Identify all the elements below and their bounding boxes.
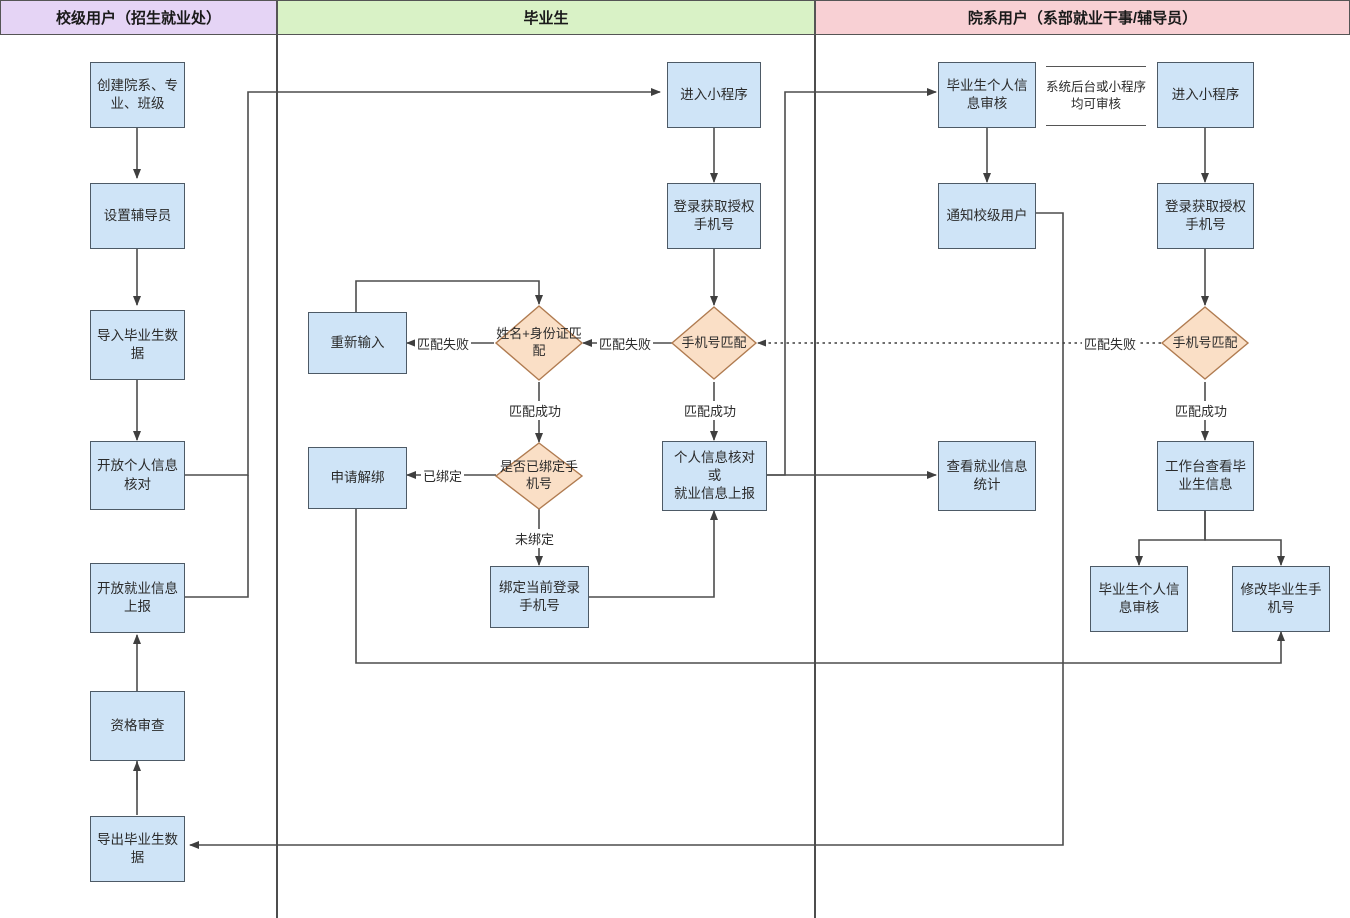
node-grad-info-audit[interactable]: 毕业生个人信息审核: [938, 62, 1036, 128]
node-enter-miniapp-dept-label: 进入小程序: [1171, 86, 1240, 102]
node-login-phone-student[interactable]: 登录获取授权手机号: [667, 183, 761, 249]
decision-phone-match-student[interactable]: 手机号匹配: [670, 305, 758, 381]
node-open-personal-check-label: 开放个人信息核对: [97, 458, 178, 492]
node-view-job-stats-label: 查看就业信息统计: [946, 458, 1028, 492]
edge-label-bound: 已绑定: [421, 466, 465, 485]
node-reinput[interactable]: 重新输入: [308, 312, 407, 374]
lane-header-school: 校级用户（招生就业处）: [0, 0, 277, 35]
node-personal-or-job-line2: 或: [707, 467, 722, 483]
node-open-job-report-label: 开放就业信息上报: [97, 580, 178, 614]
edge-label-match-ok-3: 匹配成功: [1173, 401, 1230, 420]
node-login-phone-student-label: 登录获取授权手机号: [673, 198, 755, 232]
node-set-counselor[interactable]: 设置辅导员: [90, 183, 185, 249]
node-apply-unbind-label: 申请解绑: [330, 469, 385, 485]
node-grad-info-audit-label: 毕业生个人信息审核: [946, 77, 1028, 111]
decision-phone-match-dept-shape: [1160, 306, 1250, 380]
node-qualification-review[interactable]: 资格审查: [90, 691, 185, 761]
node-set-counselor-label: 设置辅导员: [103, 207, 172, 223]
lane-divider-1: [276, 35, 278, 918]
node-personal-or-job-line1: 个人信息核对: [674, 449, 755, 465]
decision-bound-phone[interactable]: 是否已绑定手机号: [494, 441, 584, 511]
edge-label-match-ok-1: 匹配成功: [507, 401, 564, 420]
node-notify-school-label: 通知校级用户: [946, 207, 1028, 223]
node-enter-miniapp-student-label: 进入小程序: [680, 86, 748, 102]
node-create-org[interactable]: 创建院系、专业、班级: [90, 62, 185, 128]
lane-header-student-label: 毕业生: [523, 10, 569, 27]
edge-label-match-fail-3: 匹配失败: [1082, 334, 1139, 353]
decision-bound-phone-shape: [494, 442, 584, 510]
edge-label-match-fail-1: 匹配失败: [415, 334, 472, 353]
edge-label-unbound: 未绑定: [513, 529, 557, 548]
node-import-grad[interactable]: 导入毕业生数据: [90, 310, 185, 380]
node-grad-info-audit-2-label: 毕业生个人信息审核: [1098, 581, 1180, 615]
node-grad-info-audit-2[interactable]: 毕业生个人信息审核: [1090, 566, 1188, 632]
node-create-org-label: 创建院系、专业、班级: [97, 77, 178, 111]
lane-header-school-label: 校级用户（招生就业处）: [55, 10, 221, 27]
edge-label-match-fail-2: 匹配失败: [597, 334, 654, 353]
node-qualification-review-label: 资格审查: [110, 717, 165, 733]
node-export-grad[interactable]: 导出毕业生数据: [90, 816, 185, 882]
node-enter-miniapp-dept[interactable]: 进入小程序: [1157, 62, 1254, 128]
node-workbench-view[interactable]: 工作台查看毕业生信息: [1157, 441, 1254, 511]
lane-header-student: 毕业生: [277, 0, 815, 35]
node-login-phone-dept[interactable]: 登录获取授权手机号: [1157, 183, 1254, 249]
decision-name-id-match[interactable]: 姓名+身份证匹配: [494, 304, 584, 382]
decision-name-id-match-shape: [494, 305, 584, 381]
node-workbench-view-label: 工作台查看毕业生信息: [1165, 458, 1246, 492]
node-bind-current-phone[interactable]: 绑定当前登录手机号: [490, 566, 589, 628]
node-import-grad-label: 导入毕业生数据: [97, 327, 178, 361]
node-bind-current-phone-label: 绑定当前登录手机号: [499, 579, 580, 613]
lane-header-dept-label: 院系用户（系部就业干事/辅导员）: [967, 10, 1198, 27]
decision-phone-match-dept[interactable]: 手机号匹配: [1160, 305, 1250, 381]
node-view-job-stats[interactable]: 查看就业信息统计: [938, 441, 1036, 511]
node-modify-grad-phone-label: 修改毕业生手机号: [1240, 581, 1322, 615]
node-personal-or-job-line3: 就业信息上报: [674, 486, 755, 502]
node-apply-unbind[interactable]: 申请解绑: [308, 447, 407, 509]
node-login-phone-dept-label: 登录获取授权手机号: [1165, 198, 1246, 232]
decision-phone-match-student-shape: [670, 306, 758, 380]
node-notify-school[interactable]: 通知校级用户: [938, 183, 1036, 249]
node-open-job-report[interactable]: 开放就业信息上报: [90, 563, 185, 633]
node-enter-miniapp-student[interactable]: 进入小程序: [667, 62, 761, 128]
note-audit-channels-text: 系统后台或小程序均可审核: [1046, 80, 1147, 111]
lane-header-dept: 院系用户（系部就业干事/辅导员）: [815, 0, 1350, 35]
node-open-personal-check[interactable]: 开放个人信息核对: [90, 441, 185, 510]
node-modify-grad-phone[interactable]: 修改毕业生手机号: [1232, 566, 1330, 632]
node-reinput-label: 重新输入: [330, 334, 385, 350]
note-audit-channels: 系统后台或小程序均可审核: [1046, 66, 1146, 126]
node-export-grad-label: 导出毕业生数据: [97, 831, 178, 865]
edge-label-match-ok-2: 匹配成功: [682, 401, 739, 420]
lane-divider-2: [814, 35, 816, 918]
node-personal-or-job[interactable]: 个人信息核对 或 就业信息上报: [662, 441, 767, 511]
